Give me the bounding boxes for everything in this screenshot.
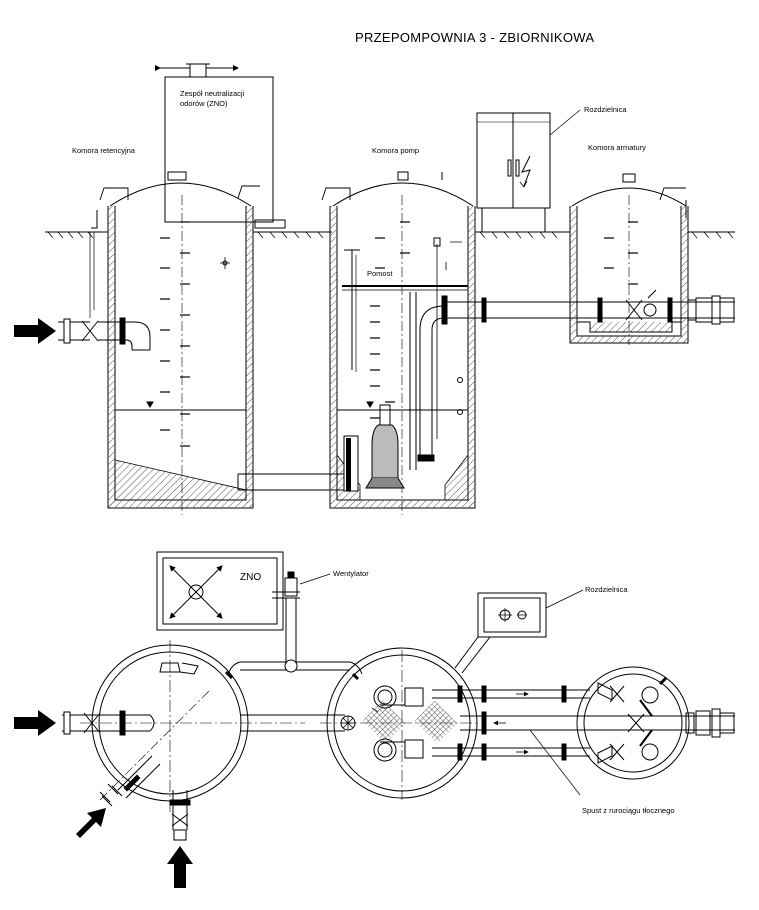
pump-chamber-label: Komora pomp [372,146,419,155]
odor-unit-box [155,63,286,229]
valve-chamber-plan [576,666,735,780]
labels: Zespół neutralizacji odorów (ZNO) Komora… [72,89,675,815]
valve-chamber [569,173,689,345]
zno-unit-label-2: odorów (ZNO) [180,99,228,108]
inflow-arrow-up-icon [167,846,193,888]
switchboard-plan [454,589,584,674]
inflow-arrow-plan-icon [14,710,56,736]
discharge-pipe [441,289,735,325]
connecting-pipe-plan [240,714,356,732]
fan-label: Wentylator [333,569,369,578]
connecting-pipe [237,473,345,491]
plan-view [14,551,735,888]
retention-chamber [89,171,260,515]
drain-line-label: Spust z rurociągu tłocznego [582,806,675,815]
pressure-pipes-plan [457,685,735,796]
switchboard-top-label: Rozdzielnica [584,105,627,114]
fan-duct [227,571,363,675]
switchboard-plan-label: Rozdzielnica [585,585,628,594]
zno-box-label: ZNO [240,572,261,583]
retention-plan [80,640,305,815]
pump-chamber-plan [320,647,478,800]
zno-unit-label-1: Zespół neutralizacji [180,89,245,98]
section-view [14,63,735,515]
inflow-arrow-diagonal-icon [76,808,106,838]
switchboard-cabinet [476,109,581,232]
inlet-retention-plan [62,710,191,841]
inlet-pipe-retention [58,317,151,351]
zno-box [156,551,284,631]
platform-label: Pomost [367,269,393,278]
retention-chamber-label: Komora retencyjna [72,146,136,155]
pump-chamber [321,171,476,515]
ground-line [45,231,735,239]
drawing-title: PRZEPOMPOWNIA 3 - ZBIORNIKOWA [355,30,594,45]
inflow-arrow-top-icon [14,318,56,344]
valve-chamber-label: Komora armatury [588,143,646,152]
